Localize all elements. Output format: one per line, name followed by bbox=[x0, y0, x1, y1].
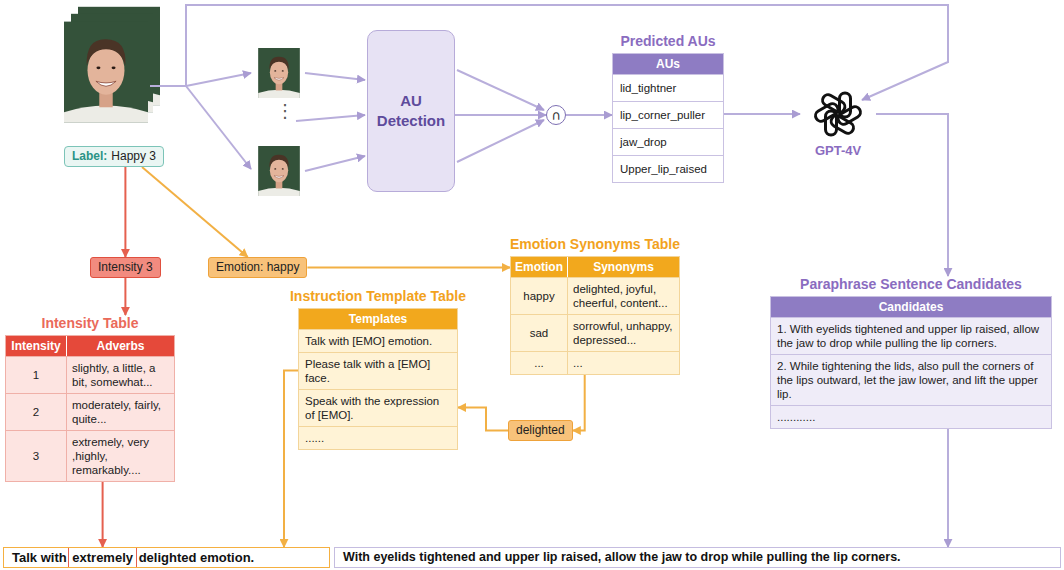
table-cell: 1. With eyelids tightened and upper lip … bbox=[771, 317, 1051, 354]
table-cell: slightly, a little, a bit, somewhat... bbox=[66, 356, 174, 393]
table-cell: lip_corner_puller bbox=[613, 101, 723, 128]
table-header: Emotion bbox=[511, 257, 567, 277]
sentence-text: Talk with bbox=[12, 549, 67, 566]
synonyms-table: Emotion Synonyms TableEmotionSynonymshap… bbox=[510, 236, 680, 375]
connector bbox=[573, 375, 585, 431]
table-cell: Speak with the expression of [EMO]. bbox=[299, 389, 457, 426]
table-cell: lid_tightner bbox=[613, 74, 723, 101]
flow-line bbox=[457, 120, 544, 162]
label-text: Label: bbox=[72, 149, 107, 163]
sentence-text: With eyelids tightened and upper lip rai… bbox=[343, 549, 901, 566]
flow-line bbox=[186, 5, 948, 100]
tag-text: Emotion: happy bbox=[216, 260, 299, 274]
table-header: Adverbs bbox=[66, 336, 174, 356]
box-title: AU Detection bbox=[374, 91, 448, 132]
table-header: AUs bbox=[613, 54, 723, 74]
table-grid: IntensityAdverbs1slightly, a little, a b… bbox=[5, 335, 175, 482]
table-cell: Please talk with a [EMO] face. bbox=[299, 352, 457, 389]
label-text: Happy 3 bbox=[111, 149, 156, 163]
table-header: Candidates bbox=[771, 297, 1051, 317]
table-cell: sad bbox=[511, 314, 567, 351]
table-cell: extremely, very ,highly, remarkably.... bbox=[66, 430, 174, 481]
intensity-tag: Intensity 3 bbox=[90, 257, 161, 278]
flow-line bbox=[186, 73, 251, 86]
connector bbox=[947, 429, 949, 547]
ellipsis-mark: ⋮ bbox=[276, 102, 294, 120]
flow-line bbox=[305, 73, 365, 80]
connector bbox=[142, 167, 248, 257]
table-title: Intensity Table bbox=[42, 315, 139, 332]
connector bbox=[724, 113, 800, 115]
template-table: Instruction Template TableTemplatesTalk … bbox=[298, 288, 458, 450]
flow-line bbox=[305, 156, 365, 171]
intensity-table: Intensity TableIntensityAdverbs1slightly… bbox=[5, 315, 175, 482]
face-frame bbox=[258, 146, 300, 196]
table-cell: happy bbox=[511, 277, 567, 314]
face-frame bbox=[258, 48, 300, 98]
flow-line bbox=[150, 85, 186, 87]
instruction-sentence: Talk withextremelydelighted emotion. bbox=[3, 547, 330, 568]
table-header: Templates bbox=[299, 309, 457, 329]
table-cell: ... bbox=[511, 351, 567, 374]
logo-petal bbox=[821, 93, 847, 115]
connector bbox=[284, 371, 298, 548]
description-sentence: With eyelids tightened and upper lip rai… bbox=[334, 547, 1061, 568]
connector bbox=[566, 114, 612, 116]
table-grid: TemplatesTalk with [EMO] emotion.Please … bbox=[298, 308, 458, 450]
table-cell: sorrowful, unhappy, depressed... bbox=[567, 314, 679, 351]
table-header: Intensity bbox=[6, 336, 66, 356]
face-photo bbox=[64, 22, 148, 123]
connector bbox=[307, 267, 510, 269]
table-cell: 3 bbox=[6, 430, 66, 481]
connector bbox=[455, 114, 546, 116]
table-cell: delighted, joyful, cheerful, content... bbox=[567, 277, 679, 314]
connector bbox=[876, 114, 948, 276]
table-grid: EmotionSynonymshappydelighted, joyful, c… bbox=[510, 256, 680, 375]
gpt-logo bbox=[812, 88, 864, 140]
tag-text: Intensity 3 bbox=[98, 260, 153, 274]
model-name: GPT-4V bbox=[800, 143, 876, 158]
operator-symbol: ∩ bbox=[551, 109, 561, 122]
table-cell: ............ bbox=[771, 405, 1051, 428]
logo-petal bbox=[829, 114, 855, 136]
table-cell: 1 bbox=[6, 356, 66, 393]
table-cell: 2 bbox=[6, 393, 66, 430]
au-detection-box: AU Detection bbox=[367, 30, 455, 192]
gpt-model: GPT-4V bbox=[800, 88, 876, 158]
table-title: Emotion Synonyms Table bbox=[510, 236, 680, 253]
candidates-table: Paraphrase Sentence CandidatesCandidates… bbox=[770, 276, 1052, 429]
table-cell: jaw_drop bbox=[613, 128, 723, 155]
table-cell: 2. While tightening the lids, also pull … bbox=[771, 354, 1051, 405]
flow-line bbox=[296, 115, 365, 121]
table-grid: Candidates1. With eyelids tightened and … bbox=[770, 296, 1052, 429]
au-table: Predicted AUsAUslid_tightnerlip_corner_p… bbox=[612, 33, 724, 183]
table-cell: Upper_lip_raised bbox=[613, 155, 723, 182]
emotion-tag: Emotion: happy bbox=[208, 257, 307, 278]
connector bbox=[124, 167, 126, 257]
table-title: Paraphrase Sentence Candidates bbox=[800, 276, 1022, 293]
sentence-text: delighted emotion. bbox=[139, 549, 255, 566]
connector bbox=[458, 408, 508, 431]
connector bbox=[102, 482, 104, 547]
highlighted-word: extremely bbox=[70, 549, 135, 566]
table-title: Predicted AUs bbox=[620, 33, 715, 50]
table-cell: ...... bbox=[299, 426, 457, 449]
table-cell: ... bbox=[567, 351, 679, 374]
flow-line bbox=[457, 70, 544, 110]
flow-line bbox=[186, 86, 251, 169]
table-grid: AUslid_tightnerlip_corner_pullerjaw_drop… bbox=[612, 53, 724, 183]
table-header: Synonyms bbox=[567, 257, 679, 277]
label-tag: Label: Happy 3 bbox=[64, 146, 164, 167]
table-cell: Talk with [EMO] emotion. bbox=[299, 329, 457, 352]
synonym-tag: delighted bbox=[508, 420, 573, 441]
connector bbox=[124, 278, 126, 315]
tag-text: delighted bbox=[516, 423, 565, 437]
intersection-circle: ∩ bbox=[546, 105, 566, 125]
table-title: Instruction Template Table bbox=[290, 288, 466, 305]
table-cell: moderately, fairly, quite... bbox=[66, 393, 174, 430]
